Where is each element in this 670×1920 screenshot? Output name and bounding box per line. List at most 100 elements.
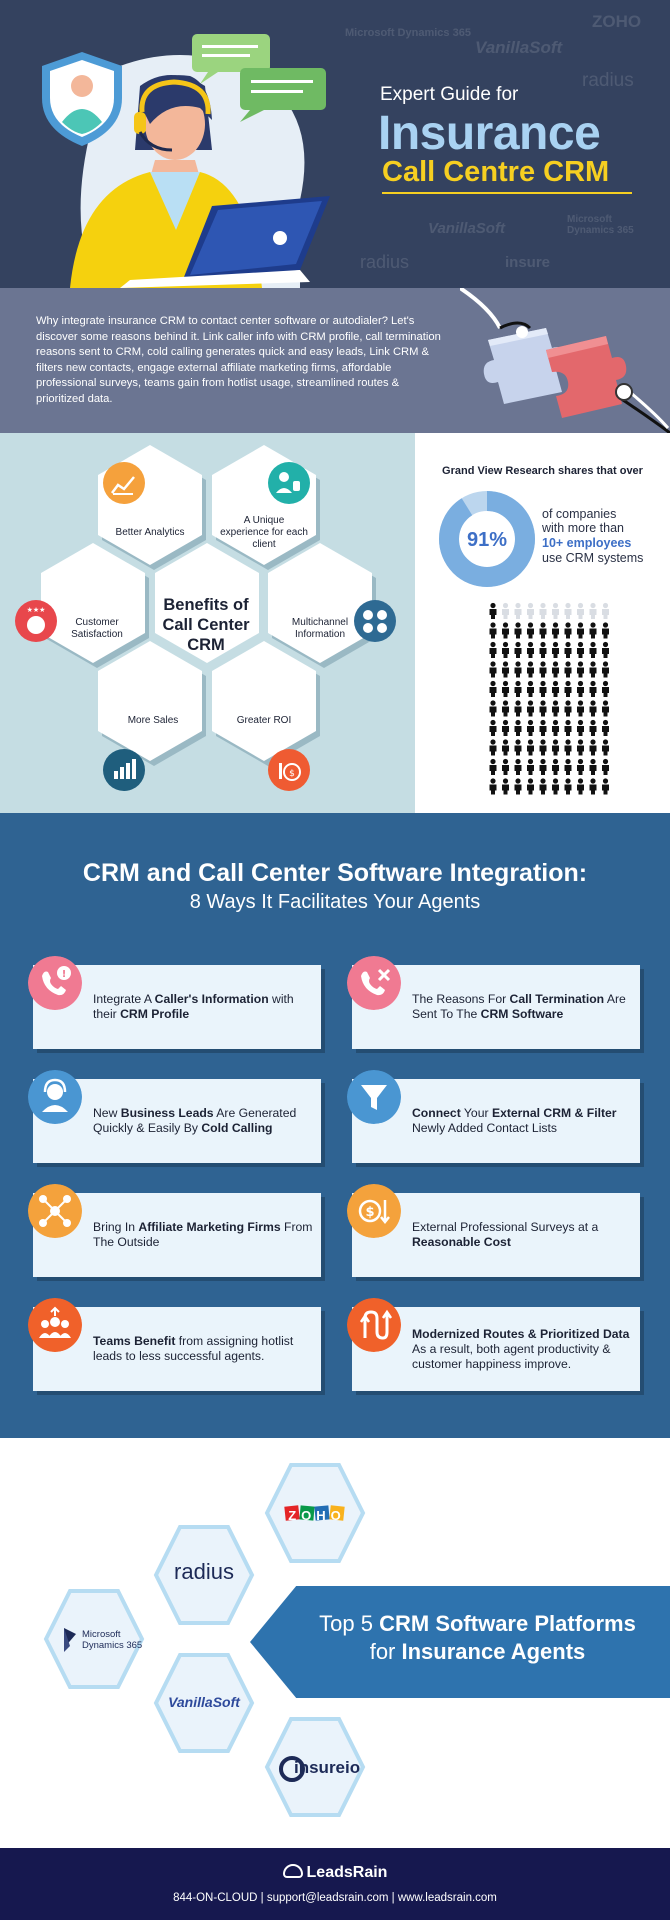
benefit-multichannel: Multichannel Information xyxy=(291,617,349,640)
zoho-logo xyxy=(284,1505,345,1521)
microsoft-dynamics-logo xyxy=(64,1628,76,1652)
person-figure xyxy=(539,641,547,658)
benefits-center-title: Benefits of Call Center CRM xyxy=(162,596,250,654)
person-figure xyxy=(527,641,534,658)
person-figure xyxy=(552,719,559,736)
benefits-section: ★★★ $ Better Analytics A Unique experien… xyxy=(0,433,415,813)
hero-subtitle: Call Centre CRM xyxy=(382,156,610,188)
way-card-text: Bring In Affiliate Marketing Firms From … xyxy=(93,1220,313,1249)
person-figure xyxy=(564,680,572,697)
watermark-vanillasoft: VanillaSoft xyxy=(475,38,563,57)
person-figure xyxy=(502,641,509,658)
person-figure xyxy=(552,778,559,795)
way-card-text: Connect Your External CRM & Filter Newly… xyxy=(412,1106,617,1135)
way-card: Modernized Routes & Prioritized Data As … xyxy=(352,1307,640,1391)
person-figure xyxy=(527,739,534,756)
person-figure xyxy=(527,602,534,619)
sales-growth-icon xyxy=(103,749,145,791)
headset-agent-icon xyxy=(28,1070,82,1124)
hero-underline xyxy=(382,192,632,194)
person-figure xyxy=(577,739,584,756)
call-agent-illustration xyxy=(42,34,330,288)
watermark-vanillasoft-2: VanillaSoft xyxy=(428,220,505,237)
team-icon xyxy=(28,1298,82,1352)
hero-title: Insurance xyxy=(378,107,601,160)
intro-section: Why integrate insurance CRM to contact c… xyxy=(0,288,670,433)
channels-icon xyxy=(354,600,396,642)
person-figure xyxy=(602,758,609,775)
person-figure xyxy=(502,758,509,775)
affiliate-network-icon xyxy=(28,1184,82,1238)
person-figure xyxy=(514,700,522,717)
stat-line-1: of companies xyxy=(542,507,617,521)
benefits-hex-graphic: ★★★ $ xyxy=(15,445,396,791)
microsoft-dynamics-logo-text: Microsoft Dynamics 365 xyxy=(82,1629,143,1651)
person-figure xyxy=(502,719,509,736)
stat-line-2: with more than xyxy=(542,521,624,535)
watermark-dynamics: Microsoft Dynamics 365 xyxy=(345,27,471,39)
person-figure xyxy=(589,778,597,795)
person-figure xyxy=(552,641,559,658)
chat-bubble-icon xyxy=(192,34,326,122)
person-figure xyxy=(602,700,609,717)
puzzle-plug-icon xyxy=(460,288,670,433)
footer: LeadsRain 844-ON-CLOUD | support@leadsra… xyxy=(0,1848,670,1920)
people-grid-icon xyxy=(489,602,609,795)
person-figure xyxy=(514,758,522,775)
person-figure xyxy=(602,778,609,795)
person-figure xyxy=(564,661,572,678)
person-figure xyxy=(539,602,547,619)
person-figure xyxy=(489,641,497,658)
person-figure xyxy=(577,778,584,795)
ways-title: CRM and Call Center Software Integration… xyxy=(82,859,588,887)
stat-heading: Grand View Research shares that over xyxy=(442,465,643,477)
stat-line-3: 10+ employees xyxy=(542,536,632,550)
person-figure xyxy=(602,641,609,658)
person-figure xyxy=(552,602,559,619)
person-figure xyxy=(589,661,597,678)
phone-info-icon: ! xyxy=(28,956,82,1010)
person-figure xyxy=(489,719,497,736)
person-figure xyxy=(489,622,497,639)
person-figure xyxy=(577,719,584,736)
routes-icon xyxy=(347,1298,401,1352)
leadsrain-hands-icon xyxy=(282,1864,303,1878)
person-figure xyxy=(577,602,584,619)
person-figure xyxy=(589,641,597,658)
person-figure xyxy=(552,758,559,775)
person-figure xyxy=(527,719,534,736)
person-figure xyxy=(589,680,597,697)
hero-section: Microsoft Dynamics 365 VanillaSoft ZOHO … xyxy=(0,0,670,288)
person-figure xyxy=(552,700,559,717)
filter-icon xyxy=(347,1070,401,1124)
benefit-better-analytics: Better Analytics xyxy=(115,527,185,538)
person-figure xyxy=(502,778,509,795)
benefit-customer-satisfaction: Customer Satisfaction xyxy=(71,617,123,640)
person-figure xyxy=(527,758,534,775)
person-figure xyxy=(514,778,522,795)
person-figure xyxy=(564,641,572,658)
stat-percent: 91% xyxy=(466,529,508,551)
footer-contact[interactable]: 844-ON-CLOUD | support@leadsrain.com | w… xyxy=(173,1892,497,1904)
person-figure xyxy=(527,700,534,717)
person-figure xyxy=(564,602,572,619)
person-figure xyxy=(527,622,534,639)
stat-line-4: use CRM systems xyxy=(542,551,644,565)
way-card-text: Modernized Routes & Prioritized Data As … xyxy=(412,1326,630,1371)
person-figure xyxy=(489,661,497,678)
stat-section: Grand View Research shares that over 91%… xyxy=(415,433,670,813)
person-figure xyxy=(577,641,584,658)
person-figure xyxy=(502,700,509,717)
person-figure xyxy=(489,778,497,795)
cost-coin-icon: $ xyxy=(347,1184,401,1238)
person-figure xyxy=(502,739,509,756)
person-figure xyxy=(602,719,609,736)
person-figure xyxy=(577,680,584,697)
person-figure xyxy=(514,641,522,658)
person-figure xyxy=(539,700,547,717)
watermark-radius: radius xyxy=(582,70,634,91)
svg-text:$: $ xyxy=(365,1205,374,1220)
person-figure xyxy=(564,719,572,736)
person-figure xyxy=(564,758,572,775)
chart-analytics-icon xyxy=(103,462,145,504)
